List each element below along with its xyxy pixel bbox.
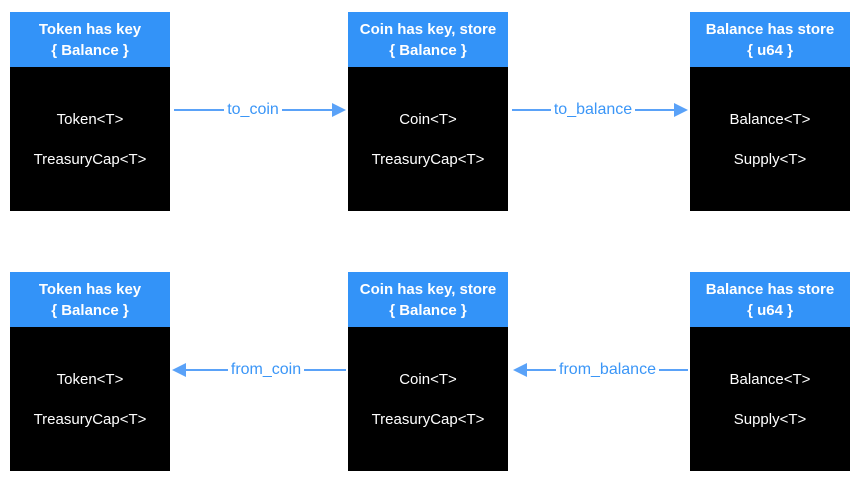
coin-struct-box: Coin has key, store { Balance } Coin<T> …	[348, 12, 508, 211]
arrow-line	[174, 109, 225, 111]
arrow-line	[527, 369, 557, 371]
arrow-label: from_balance	[559, 361, 656, 378]
box-field: Token<T>	[56, 110, 124, 128]
arrowhead-left-icon	[172, 363, 186, 377]
box-field: Balance<T>	[729, 110, 811, 128]
box-field: TreasuryCap<T>	[33, 410, 147, 428]
box-body: Balance<T> Supply<T>	[690, 327, 850, 471]
to-balance-arrow: to_balance	[512, 98, 689, 122]
box-header: Balance has store { u64 }	[690, 272, 850, 327]
box-field: TreasuryCap<T>	[33, 150, 147, 168]
from-balance-arrow: from_balance	[513, 358, 689, 382]
box-header-line1: Token has key	[38, 20, 142, 38]
box-header-line2: { Balance }	[389, 41, 467, 59]
arrowhead-left-icon	[513, 363, 527, 377]
box-field: Coin<T>	[399, 110, 457, 128]
box-field: Supply<T>	[733, 410, 807, 428]
box-header: Token has key { Balance }	[10, 272, 170, 327]
box-field: Balance<T>	[729, 370, 811, 388]
arrow-line	[635, 109, 675, 111]
box-body: Coin<T> TreasuryCap<T>	[348, 67, 508, 211]
coin-struct-box: Coin has key, store { Balance } Coin<T> …	[348, 272, 508, 471]
box-field: TreasuryCap<T>	[371, 150, 485, 168]
balance-struct-box: Balance has store { u64 } Balance<T> Sup…	[690, 12, 850, 211]
box-header-line2: { Balance }	[51, 41, 129, 59]
arrow-line	[658, 369, 689, 371]
box-header-line2: { u64 }	[747, 41, 793, 59]
arrow-line	[186, 369, 228, 371]
box-header: Coin has key, store { Balance }	[348, 272, 508, 327]
box-body: Token<T> TreasuryCap<T>	[10, 67, 170, 211]
arrowhead-right-icon	[332, 103, 346, 117]
box-field: TreasuryCap<T>	[371, 410, 485, 428]
balance-struct-box: Balance has store { u64 } Balance<T> Sup…	[690, 272, 850, 471]
box-header-line1: Balance has store	[705, 20, 835, 38]
box-header-line2: { Balance }	[389, 301, 467, 319]
box-header-line2: { u64 }	[747, 301, 793, 319]
token-struct-box: Token has key { Balance } Token<T> Treas…	[10, 272, 170, 471]
box-header: Coin has key, store { Balance }	[348, 12, 508, 67]
arrow-label: from_coin	[230, 361, 302, 378]
box-header-line1: Token has key	[38, 280, 142, 298]
to-coin-arrow: to_coin	[174, 98, 346, 122]
arrow-line	[304, 369, 346, 371]
arrow-line	[281, 109, 332, 111]
arrowhead-right-icon	[674, 103, 689, 117]
arrow-line	[512, 109, 551, 111]
box-header-line1: Coin has key, store	[359, 280, 497, 298]
box-body: Balance<T> Supply<T>	[690, 67, 850, 211]
box-header-line1: Balance has store	[705, 280, 835, 298]
box-field: Coin<T>	[399, 370, 457, 388]
token-struct-box: Token has key { Balance } Token<T> Treas…	[10, 12, 170, 211]
box-field: Token<T>	[56, 370, 124, 388]
box-header-line1: Coin has key, store	[359, 20, 497, 38]
arrow-label: to_coin	[227, 101, 279, 118]
box-field: Supply<T>	[733, 150, 807, 168]
box-body: Token<T> TreasuryCap<T>	[10, 327, 170, 471]
box-header: Token has key { Balance }	[10, 12, 170, 67]
box-body: Coin<T> TreasuryCap<T>	[348, 327, 508, 471]
arrow-label: to_balance	[553, 101, 633, 118]
from-coin-arrow: from_coin	[172, 358, 346, 382]
box-header-line2: { Balance }	[51, 301, 129, 319]
box-header: Balance has store { u64 }	[690, 12, 850, 67]
